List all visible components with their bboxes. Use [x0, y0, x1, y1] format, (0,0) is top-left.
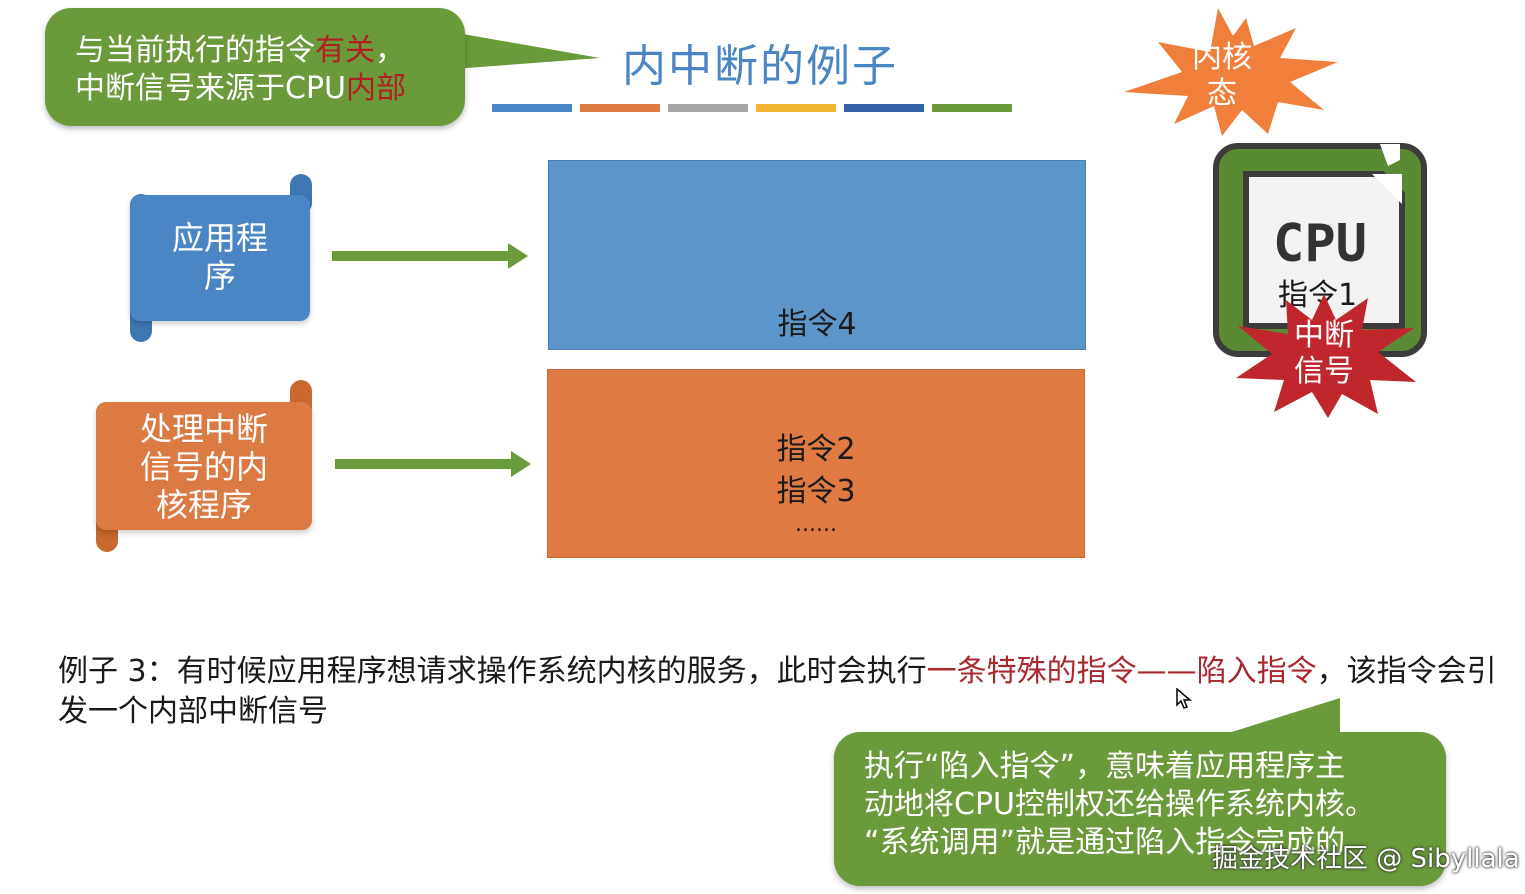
interrupt-signal-line1: 中断	[1294, 318, 1354, 353]
scroll-kernel-line2: 信号的内	[139, 448, 268, 486]
mouse-cursor-icon	[1176, 688, 1192, 709]
kernel-state-star-icon	[1124, 8, 1338, 136]
description-part1: 例子 3：有时候应用程序想请求操作系统内核的服务，此时会执行	[58, 654, 927, 689]
title-bar-3	[668, 104, 748, 112]
title-bar-6	[932, 104, 1012, 112]
description-trap-instruction: 一条特殊的指令——陷入指令	[926, 654, 1317, 689]
title-bar-1	[492, 104, 572, 112]
scroll-app-line2: 序	[203, 257, 236, 295]
callout-top-line1: 与当前执行的指令有关，	[75, 33, 405, 68]
cpu-label: CPU	[1273, 214, 1367, 274]
arrow-kernel-to-box	[335, 451, 531, 477]
scroll-kernel-line3: 核程序	[155, 486, 252, 524]
example-description: 例子 3：有时候应用程序想请求操作系统内核的服务，此时会执行一条特殊的指令——陷…	[58, 652, 1508, 732]
user-instruction-box: 指令4	[548, 160, 1086, 350]
description-part3: ，该指令会引发一个内部中断信号	[58, 654, 1497, 729]
title-bar-5	[844, 104, 924, 112]
interrupt-signal-star-icon	[1236, 294, 1416, 418]
interrupt-signal-line2: 信号	[1294, 354, 1354, 389]
callout-bottom-line3: “系统调用”就是通过陷入指令完成的	[864, 825, 1346, 860]
callout-internal-source: 与当前执行的指令有关， 中断信号来源于CPU内部	[45, 8, 465, 126]
callout-bottom-tail	[1200, 698, 1340, 742]
instruction-4-label: 指令4	[777, 307, 857, 342]
page-title: 内中断的例子	[622, 41, 898, 92]
interrupt-signal-label: 中断 信号	[1274, 318, 1374, 390]
callout-bottom-line1: 执行“陷入指令”，意味着应用程序主	[864, 749, 1346, 784]
scroll-app-line1: 应用程	[171, 219, 268, 257]
ellipsis-label: ......	[795, 512, 837, 537]
kernel-state-label: 内核 态	[1172, 40, 1272, 112]
callout-trap-explanation: 执行“陷入指令”，意味着应用程序主 动地将CPU控制权还给操作系统内核。 “系统…	[834, 732, 1446, 886]
instruction-2-label: 指令2	[776, 432, 856, 467]
title-bar-4	[756, 104, 836, 112]
kernel-state-line1: 内核	[1192, 40, 1252, 75]
instruction-3-label: 指令3	[776, 474, 856, 509]
callout-top-line2: 中断信号来源于CPU内部	[75, 71, 406, 106]
scroll-kernel-line1: 处理中断	[139, 410, 268, 448]
callout-top-tail	[440, 30, 600, 70]
kernel-state-line2: 态	[1207, 76, 1237, 111]
callout-bottom-line2: 动地将CPU控制权还给操作系统内核。	[864, 787, 1375, 822]
watermark: 掘金技术社区 @ Sibyllala	[1212, 844, 1520, 874]
kernel-instruction-box: 指令2 指令3 ......	[547, 369, 1085, 558]
kernel-handler-scroll: 处理中断 信号的内 核程序	[96, 402, 312, 530]
application-program-scroll: 应用程 序	[130, 195, 310, 321]
title-bar-2	[580, 104, 660, 112]
arrow-app-to-box	[332, 243, 528, 269]
